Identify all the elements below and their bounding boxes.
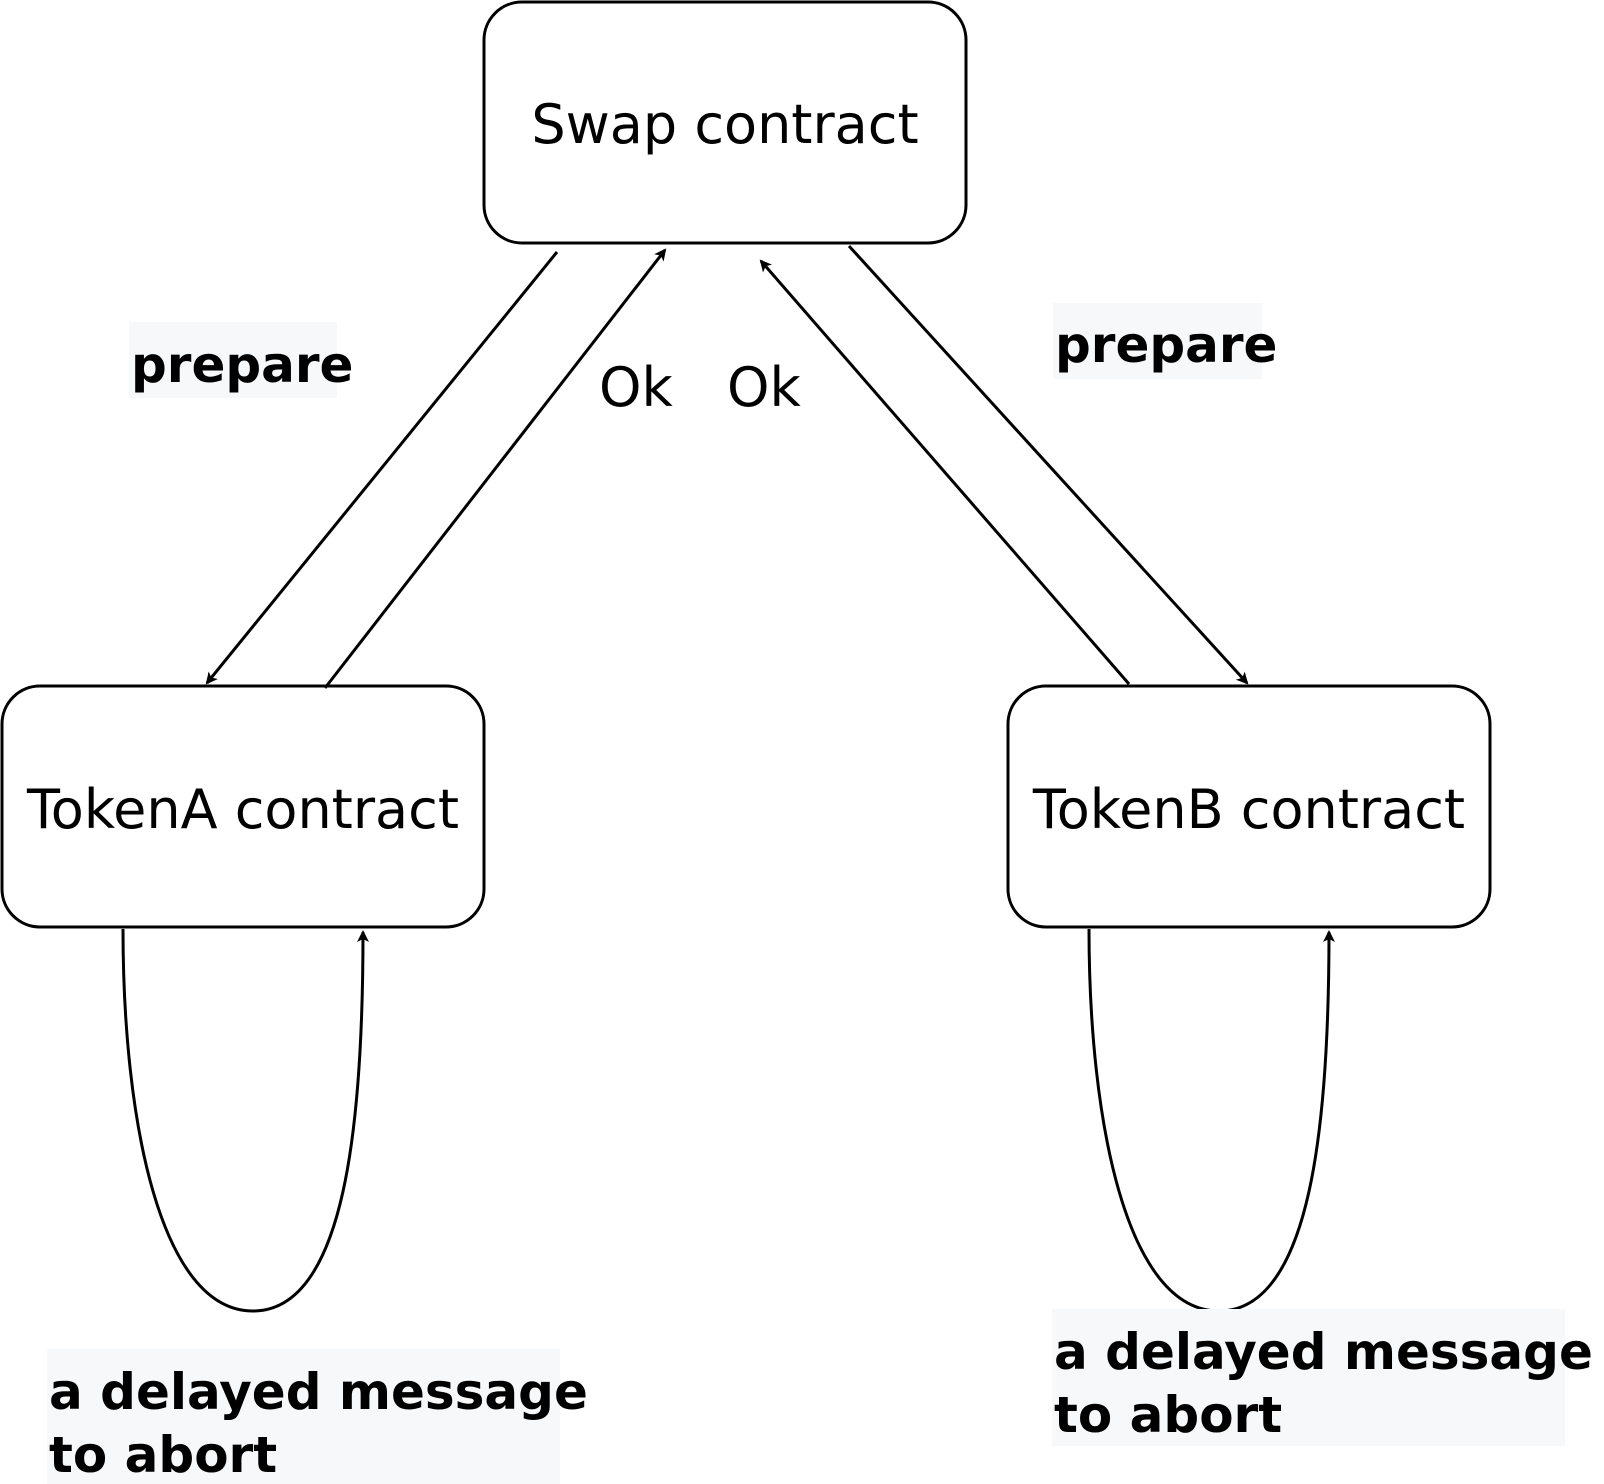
prepare-right-label: prepare (1055, 316, 1277, 374)
prepare-left-label-bg (129, 322, 337, 398)
ok-right-label: Ok (727, 356, 802, 419)
prepare-left-label: prepare (131, 336, 353, 394)
self-loop-tokenb (1087, 928, 1335, 1313)
tokena-contract-label: TokenA contract (26, 778, 459, 841)
node-swap-contract[interactable]: Swap contract (482, 0, 968, 245)
loop-b-note-line1: a delayed message (1054, 1323, 1593, 1381)
arrow-prepare-to-tokena (205, 251, 559, 685)
loop-a-note-line2: to abort (49, 1426, 277, 1484)
arrow-ok-from-tokena (323, 248, 667, 689)
node-tokenb-contract[interactable]: TokenB contract (1006, 684, 1492, 929)
self-loop-tokena (121, 928, 369, 1313)
loop-a-note-line1: a delayed message (49, 1363, 588, 1421)
loop-b-note-bg (1052, 1309, 1565, 1446)
arrow-prepare-to-tokenb (847, 244, 1249, 685)
tokenb-contract-box (1006, 684, 1492, 929)
tokenb-contract-label: TokenB contract (1032, 778, 1465, 841)
swap-contract-label: Swap contract (531, 93, 918, 156)
tokena-contract-box (0, 684, 486, 929)
loop-b-note-line2: to abort (1054, 1386, 1282, 1444)
node-tokena-contract[interactable]: TokenA contract (0, 684, 486, 929)
prepare-right-label-bg (1053, 303, 1262, 379)
swap-contract-box (482, 0, 968, 245)
loop-a-note-bg (47, 1349, 560, 1484)
ok-left-label: Ok (599, 356, 674, 419)
arrow-ok-from-tokenb (759, 259, 1131, 685)
